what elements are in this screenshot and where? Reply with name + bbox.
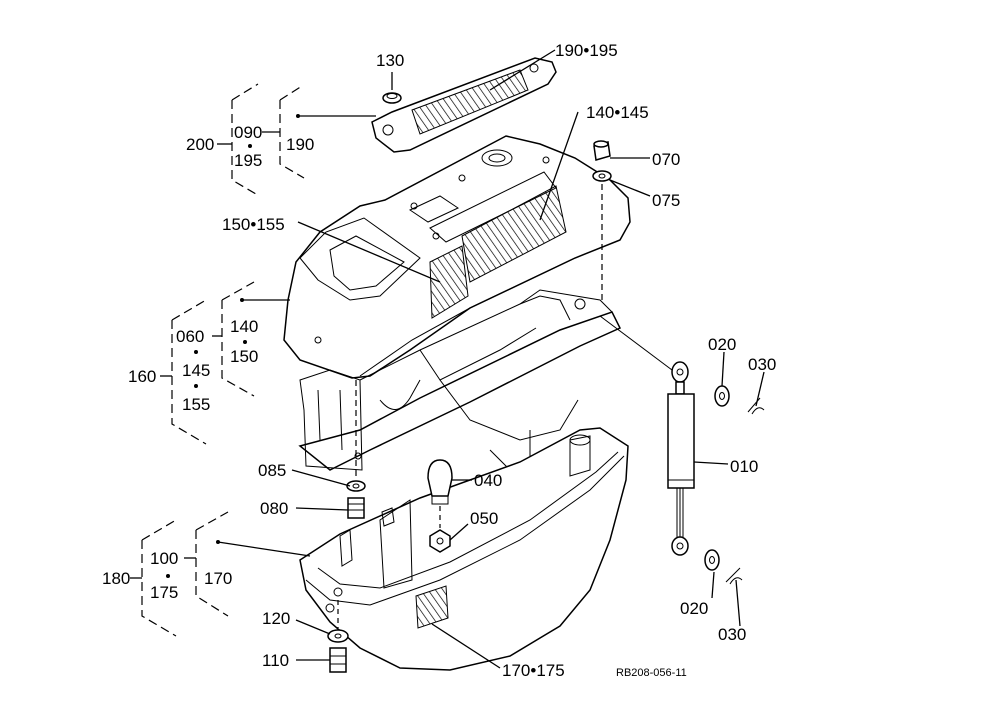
- label-190: 190: [286, 135, 314, 154]
- label-100: 100: [150, 549, 178, 568]
- mounting-frame: [298, 289, 673, 471]
- lower-panel: [299, 427, 629, 671]
- label-050: 050: [470, 509, 498, 528]
- washer-085: [346, 480, 366, 492]
- upper-console-shell: [283, 135, 631, 379]
- label-145: 145: [182, 361, 210, 380]
- label-040: 040: [474, 471, 502, 490]
- top-cover-plate: [371, 57, 557, 153]
- label-195-top: 195: [234, 151, 262, 170]
- label-030-lower: 030: [718, 625, 746, 644]
- label-140-145: 140•145: [586, 103, 649, 122]
- nut-050: [429, 529, 451, 553]
- label-080: 080: [260, 499, 288, 518]
- label-175-left: 175: [150, 583, 178, 602]
- washer-020-upper: [714, 385, 730, 407]
- label-020-upper: 020: [708, 335, 736, 354]
- label-180: 180: [102, 569, 130, 588]
- knob-040: [427, 459, 453, 505]
- label-060: 060: [176, 327, 204, 346]
- label-110: 110: [262, 651, 289, 670]
- label-150: 150: [230, 347, 258, 366]
- clip-030-lower: [725, 567, 743, 585]
- part-labels: 130 190•195 140•145 200 090 195 190 070 …: [102, 41, 776, 680]
- gas-spring-010: [667, 361, 695, 556]
- bolt-080: [347, 497, 365, 519]
- label-155: 155: [182, 395, 210, 414]
- label-020-lower: 020: [680, 599, 708, 618]
- label-075: 075: [652, 191, 680, 210]
- label-030-upper: 030: [748, 355, 776, 374]
- bracket-group-200: [231, 83, 305, 195]
- washer-075: [592, 170, 612, 182]
- grommet-130: [382, 92, 402, 104]
- label-170: 170: [204, 569, 232, 588]
- label-160: 160: [128, 367, 156, 386]
- label-150-155: 150•155: [222, 215, 285, 234]
- bolt-110: [329, 647, 347, 673]
- label-200: 200: [186, 135, 214, 154]
- label-130: 130: [376, 51, 404, 70]
- label-140: 140: [230, 317, 258, 336]
- washer-120: [327, 629, 349, 643]
- label-085: 085: [258, 461, 286, 480]
- bolt-070: [593, 140, 611, 161]
- label-010: 010: [730, 457, 758, 476]
- label-190-195: 190•195: [555, 41, 618, 60]
- label-170-175: 170•175: [502, 661, 565, 680]
- washer-020-lower: [704, 549, 720, 571]
- label-070: 070: [652, 150, 680, 169]
- bracket-group-180: [141, 511, 229, 637]
- bracket-group-160: [171, 281, 255, 445]
- leader-lines: [130, 49, 765, 669]
- label-120: 120: [262, 609, 290, 628]
- label-090: 090: [234, 123, 262, 142]
- drawing-reference: RB208-056-11: [616, 667, 687, 679]
